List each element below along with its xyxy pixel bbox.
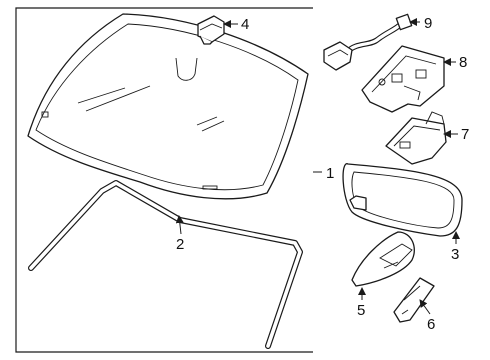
mounting-bracket bbox=[361, 45, 445, 113]
callout-4: 4 bbox=[241, 16, 249, 33]
windshield-glass bbox=[27, 13, 309, 200]
leader-6 bbox=[419, 299, 431, 315]
callout-8: 8 bbox=[459, 54, 467, 71]
callout-2: 2 bbox=[176, 236, 184, 253]
callout-5: 5 bbox=[357, 302, 365, 319]
callout-7: 7 bbox=[461, 126, 469, 143]
callout-1: 1 bbox=[326, 165, 334, 182]
callout-3: 3 bbox=[451, 246, 459, 263]
windshield-molding bbox=[28, 180, 303, 349]
rain-sensor-clip bbox=[197, 15, 225, 45]
callout-6: 6 bbox=[427, 316, 435, 333]
callout-9: 9 bbox=[424, 15, 432, 32]
wiring-harness bbox=[323, 13, 413, 71]
rearview-mirror bbox=[342, 163, 463, 237]
mirror-cover bbox=[351, 231, 415, 287]
assembly-group-border bbox=[15, 7, 313, 353]
camera-cover bbox=[385, 111, 447, 165]
leader-2 bbox=[175, 215, 184, 235]
